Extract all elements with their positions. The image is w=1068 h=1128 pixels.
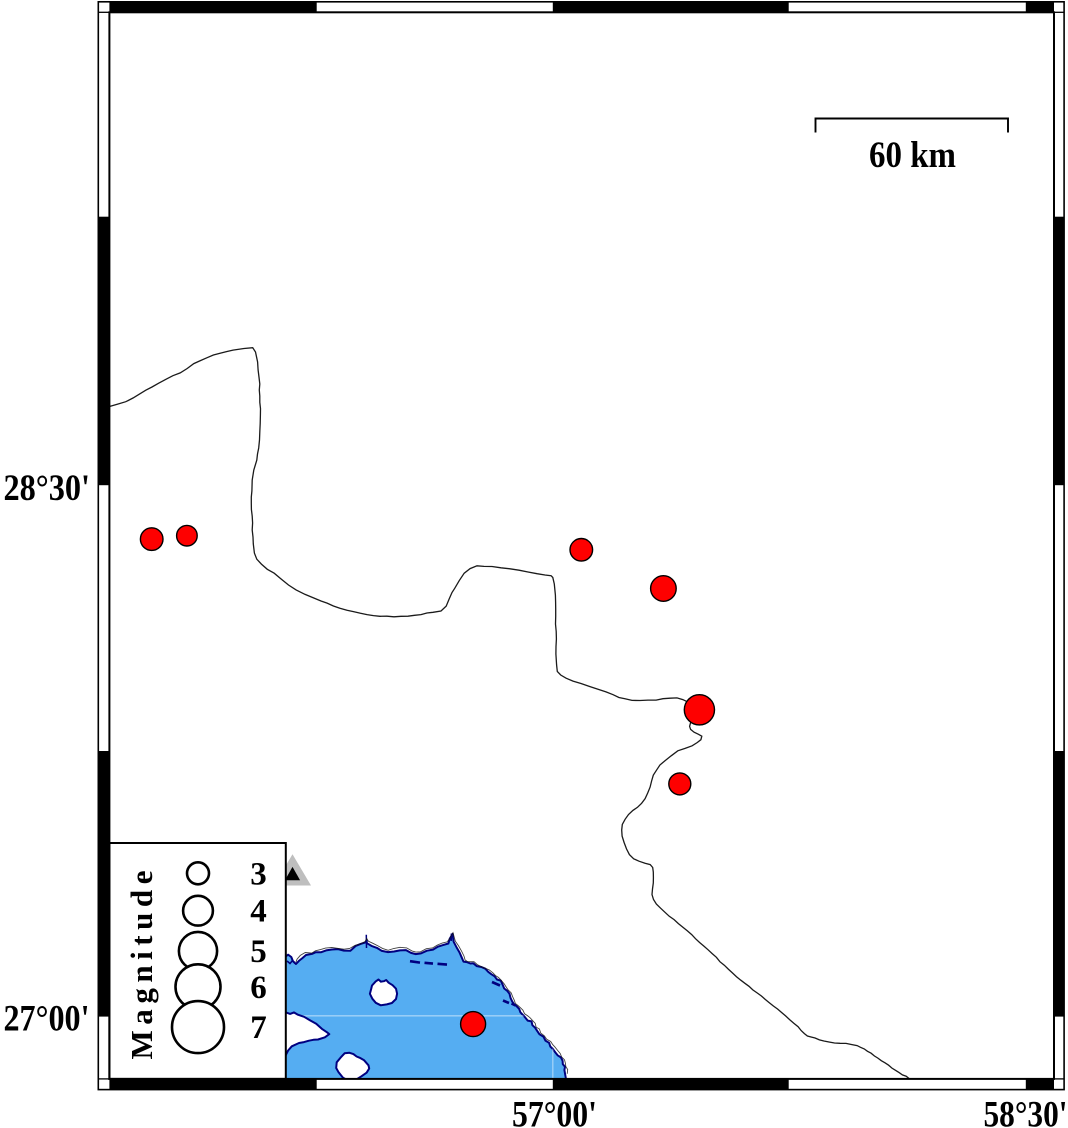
svg-text:28°30': 28°30' xyxy=(4,468,91,509)
svg-text:4: 4 xyxy=(250,894,267,930)
svg-text:27°00': 27°00' xyxy=(4,999,90,1040)
svg-text:57°00': 57°00' xyxy=(512,1095,597,1128)
svg-text:Magnitude: Magnitude xyxy=(124,866,159,1060)
svg-text:5: 5 xyxy=(250,934,267,970)
svg-text:60 km: 60 km xyxy=(869,135,956,176)
svg-text:7: 7 xyxy=(250,1010,267,1046)
svg-text:6: 6 xyxy=(250,970,267,1006)
svg-text:3: 3 xyxy=(250,856,267,892)
svg-text:58°30': 58°30' xyxy=(984,1095,1068,1128)
